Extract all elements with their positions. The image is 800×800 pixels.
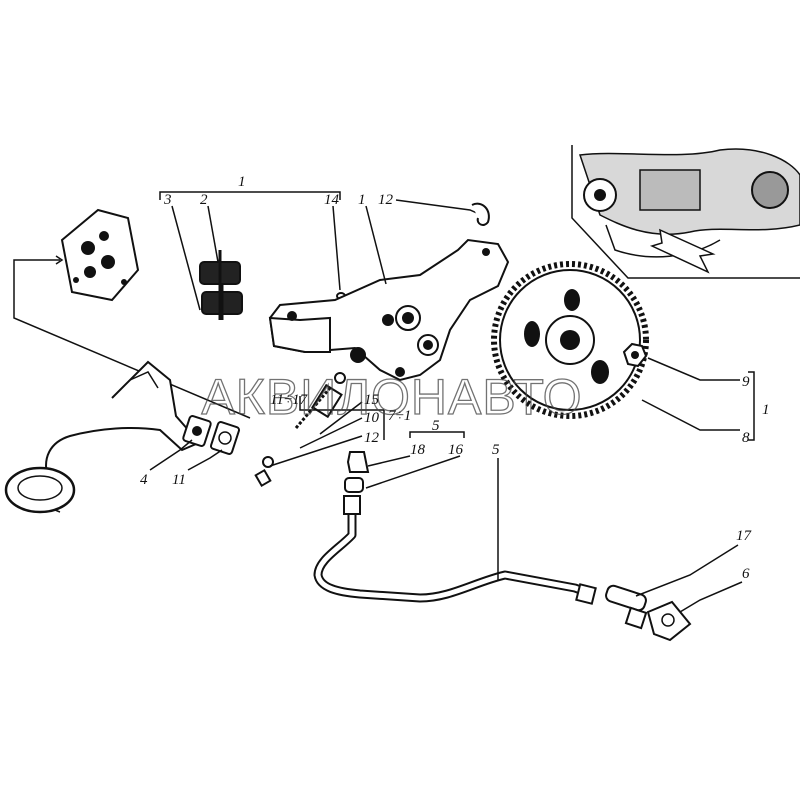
leader-17 <box>635 544 739 597</box>
callout-11: 11 <box>172 472 186 488</box>
callout-18: 18 <box>410 442 426 458</box>
leader-14 <box>332 205 341 291</box>
pump-cover-part <box>60 208 140 302</box>
callout-12-top: 12 <box>378 192 394 208</box>
oil-pickup-part <box>4 360 198 514</box>
watermark-text: АКВИЛОНАВТО <box>201 369 582 425</box>
bracket-5-upper <box>409 431 465 438</box>
oil-pump-body <box>268 238 510 382</box>
leader-11 <box>187 449 223 471</box>
flange-gasket-part <box>646 600 692 642</box>
bracket-9-8 <box>748 371 755 441</box>
callout-group-top: 1 <box>238 174 246 190</box>
callout-2: 2 <box>200 192 208 208</box>
relief-valve-parts <box>254 372 346 488</box>
leader-4 <box>149 439 193 471</box>
leader-6 <box>679 581 743 613</box>
callout-15: 15 <box>364 392 380 408</box>
group-bracket-top <box>159 191 341 200</box>
drive-gear <box>491 261 649 419</box>
fitting-parts <box>344 451 370 493</box>
callout-11-17: 11÷17 <box>270 392 309 408</box>
leader-10 <box>299 417 363 449</box>
leader-2 <box>207 205 219 263</box>
callout-16: 16 <box>448 442 464 458</box>
leader-1-pump <box>365 205 387 285</box>
callout-14: 14 <box>324 192 340 208</box>
cover-leader-bracket <box>13 259 251 419</box>
callout-12-mid: 12 <box>364 430 380 446</box>
callout-9: 9 <box>742 374 750 390</box>
callout-8: 8 <box>742 430 750 446</box>
callout-17: 17 <box>736 528 753 544</box>
leader-18 <box>367 455 411 467</box>
callout-5-upper: 5 <box>432 418 440 434</box>
leader-16 <box>365 455 461 489</box>
leader-15 <box>319 401 363 435</box>
callout-6: 6 <box>742 566 750 582</box>
leader-8 <box>641 399 740 431</box>
callout-4: 4 <box>140 472 148 488</box>
leader-12-mid <box>269 435 363 467</box>
leader-9 <box>647 357 740 381</box>
callout-5-tube: 5 <box>492 442 500 458</box>
oil-tube-part <box>313 495 597 605</box>
union-fitting-part <box>605 584 648 630</box>
callout-3: 3 <box>163 192 172 208</box>
callout-1-right: 1 <box>762 402 770 418</box>
callout-10: 10 <box>364 410 380 426</box>
engine-inset <box>571 145 800 279</box>
pump-gear-parts <box>199 250 243 320</box>
callout-1-pump: 1 <box>358 192 366 208</box>
callout-7-1: 7÷1 <box>388 408 411 424</box>
leader-3 <box>171 205 201 311</box>
circlip-part <box>471 202 490 226</box>
bracket-11-17 <box>299 396 384 411</box>
